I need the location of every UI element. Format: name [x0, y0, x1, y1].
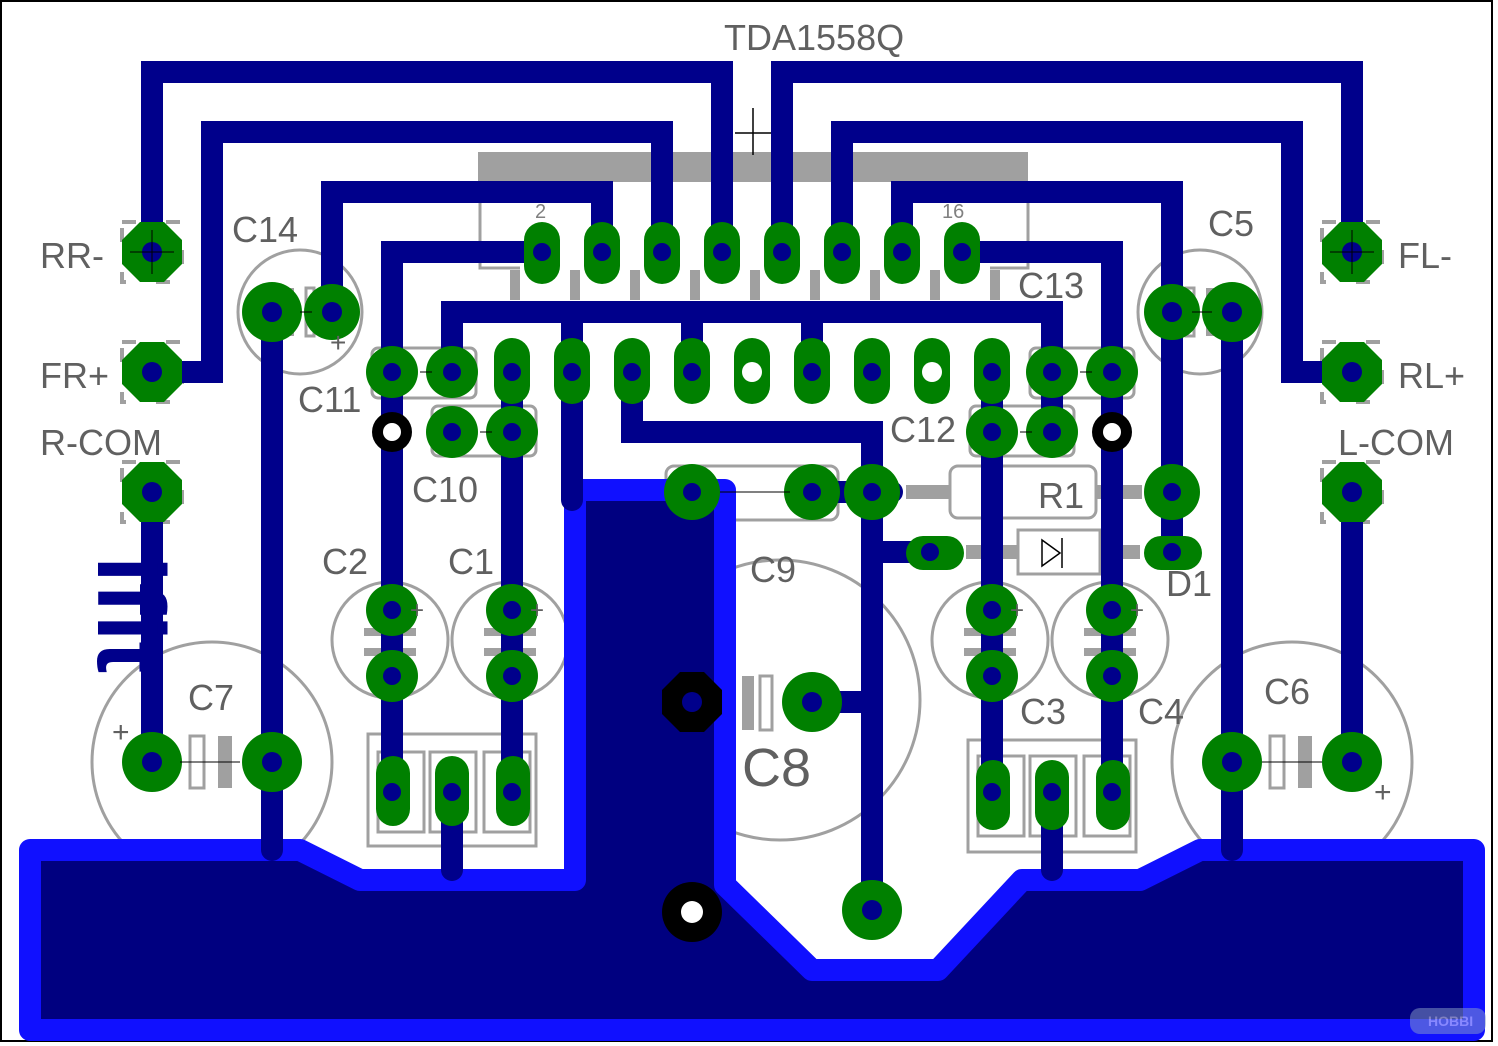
watermark: HOBBI: [1410, 1008, 1486, 1034]
label-c10: C10: [412, 469, 478, 510]
ic-leads: [510, 270, 1000, 300]
label-l-com: L-COM: [1338, 422, 1454, 463]
label-c3: C3: [1020, 691, 1066, 732]
svg-text:+: +: [1374, 776, 1392, 809]
label-rr-minus: RR-: [40, 235, 104, 276]
ic-pads-lower: [494, 338, 1010, 404]
svg-text:+: +: [330, 327, 346, 358]
drill-holes: [142, 242, 1362, 920]
label-rl-plus: RL+: [1398, 355, 1465, 396]
copper-logo: ifit: [77, 556, 184, 673]
label-c5: C5: [1208, 203, 1254, 244]
svg-text:+: +: [1010, 597, 1024, 624]
svg-text:+: +: [530, 597, 544, 624]
label-fr-plus: FR+: [40, 355, 109, 396]
label-c7: C7: [188, 677, 234, 718]
label-c11: C11: [298, 379, 361, 420]
c14-outline: [236, 248, 364, 376]
label-c13: C13: [1018, 265, 1084, 306]
ic-pin-label-last: 16: [942, 201, 964, 223]
ic-outline: [478, 182, 520, 270]
label-c14: C14: [232, 209, 298, 250]
label-fl-minus: FL-: [1398, 235, 1452, 276]
label-c2: C2: [322, 541, 368, 582]
svg-text:+: +: [112, 716, 130, 749]
label-c12: C12: [890, 409, 956, 450]
label-c6: C6: [1264, 671, 1310, 712]
pad-layer: [122, 222, 1382, 940]
pad-crosshairs: [130, 230, 1374, 763]
label-c8: C8: [742, 738, 811, 798]
label-r-com: R-COM: [40, 422, 162, 463]
label-d1: D1: [1166, 563, 1212, 604]
label-c1: C1: [448, 541, 494, 582]
label-c4: C4: [1138, 691, 1184, 732]
svg-text:+: +: [1130, 597, 1144, 624]
labels: TDA1558Q RR- FR+ R-COM FL- RL+ L-COM C14…: [40, 17, 1465, 809]
svg-text:HOBBI: HOBBI: [1428, 1013, 1473, 1029]
ic-pin-label-first: 2: [535, 201, 546, 223]
ground-plane: [19, 479, 1485, 1041]
board-title: TDA1558Q: [724, 17, 904, 58]
svg-text:+: +: [410, 597, 424, 624]
open-holes: [383, 362, 1121, 923]
label-c9: C9: [750, 549, 796, 590]
ic-heatsink-tab: [478, 152, 1028, 182]
label-r1: R1: [1038, 475, 1084, 516]
